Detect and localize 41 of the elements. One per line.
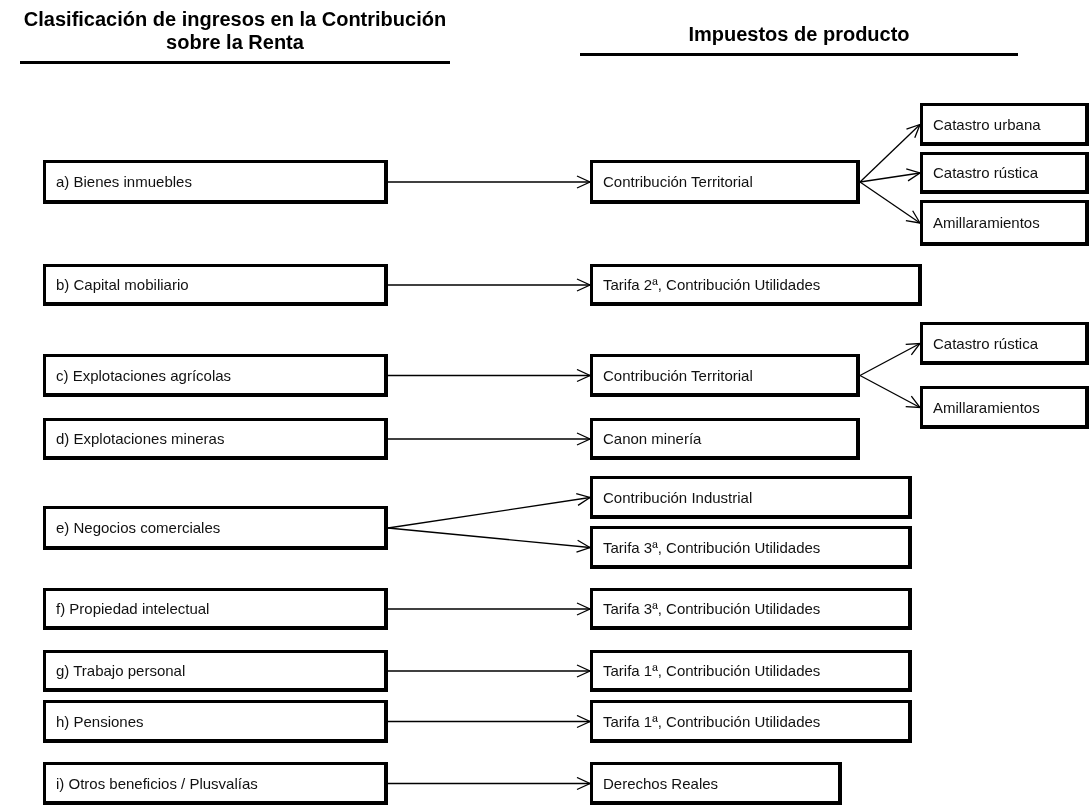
arrow [387,492,591,529]
column-heading: Impuestos de producto [688,23,910,46]
text-box: Contribución Territorial [590,354,860,397]
text-box: h) Pensiones [43,700,388,743]
text-box: d) Explotaciones mineras [43,418,388,460]
arrow [387,527,591,553]
text-box: Tarifa 3ª, Contribución Utilidades [590,588,912,630]
text-box: Contribución Industrial [590,476,912,519]
text-box: Amillaramientos [920,200,1089,246]
text-box: Catastro rústica [920,152,1089,194]
text-box: f) Propiedad intelectual [43,588,388,630]
text-box: Catastro rústica [920,322,1089,365]
arrow [387,278,591,292]
text-box: Amillaramientos [920,386,1089,429]
text-box: b) Capital mobiliario [43,264,388,306]
text-box: i) Otros beneficios / Plusvalías [43,762,388,805]
column-heading: Clasificación de ingresos en la Contribución sobre la Renta [22,8,448,54]
arrow [387,664,591,678]
text-box: Catastro urbana [920,103,1089,146]
arrow [859,342,921,377]
text-box: Tarifa 1ª, Contribución Utilidades [590,700,912,743]
arrow [387,432,591,446]
arrow [859,123,921,183]
arrow [387,602,591,616]
text-box: Derechos Reales [590,762,842,805]
arrow [387,776,591,791]
text-box: Contribución Territorial [590,160,860,204]
arrow [859,181,921,224]
arrow [387,714,591,729]
text-box: e) Negocios comerciales [43,506,388,550]
arrow [859,374,921,409]
text-box: c) Explotaciones agrícolas [43,354,388,397]
text-box: Tarifa 3ª, Contribución Utilidades [590,526,912,569]
arrow [387,368,591,383]
text-box: Tarifa 2ª, Contribución Utilidades [590,264,922,306]
text-box: Canon minería [590,418,860,460]
text-box: Tarifa 1ª, Contribución Utilidades [590,650,912,692]
text-box: a) Bienes inmuebles [43,160,388,204]
arrow [859,168,921,183]
text-box: g) Trabajo personal [43,650,388,692]
arrow [387,175,591,189]
